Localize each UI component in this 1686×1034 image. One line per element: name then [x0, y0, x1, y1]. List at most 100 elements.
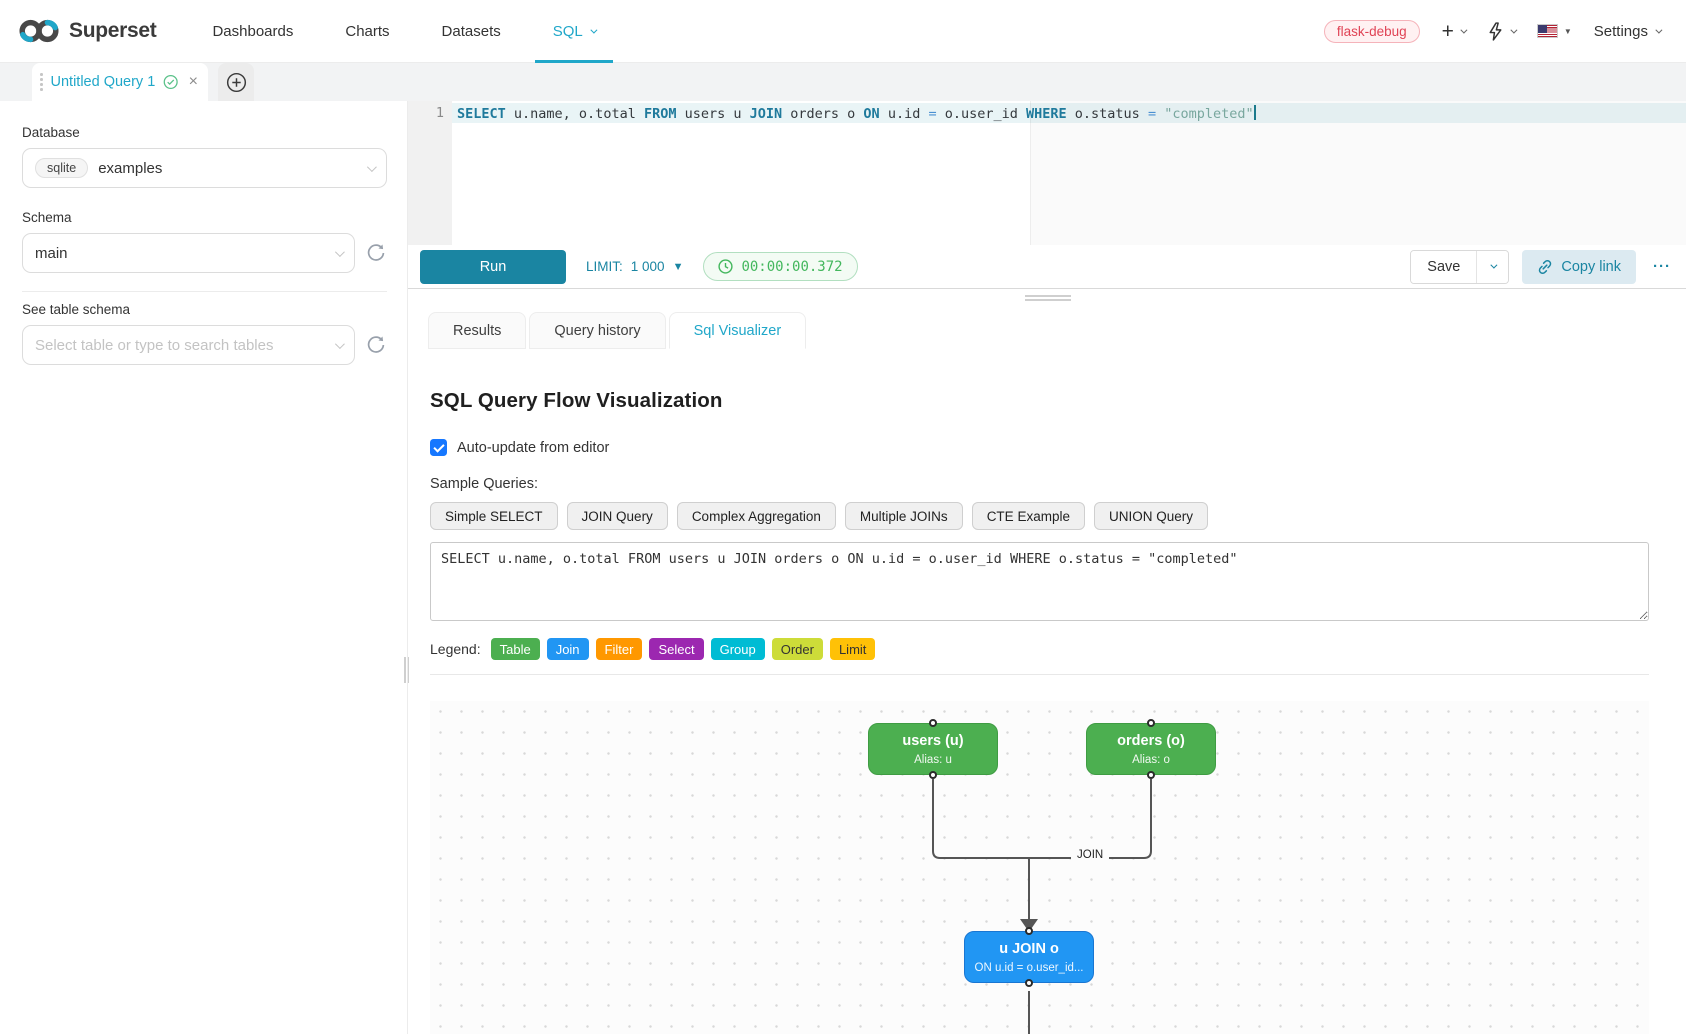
timer-value: 00:00:00.372: [741, 258, 843, 275]
sample-join-query-button[interactable]: JOIN Query: [566, 502, 668, 530]
chevron-down-icon: [366, 161, 377, 172]
editor-code-area[interactable]: SELECT u.name, o.total FROM users u JOIN…: [452, 101, 1686, 245]
refresh-tables-icon[interactable]: [365, 334, 387, 356]
save-dropdown-button[interactable]: [1476, 250, 1509, 283]
tab-query-history[interactable]: Query history: [529, 312, 666, 349]
node-handle[interactable]: [1025, 979, 1033, 987]
refresh-schema-icon[interactable]: [365, 242, 387, 264]
close-icon[interactable]: ×: [188, 73, 198, 90]
node-title: users (u): [902, 733, 964, 749]
node-handle[interactable]: [929, 719, 937, 727]
chevron-down-icon: [1460, 26, 1468, 34]
result-tabs: Results Query history Sql Visualizer: [408, 312, 1686, 349]
check-circle-icon: [163, 74, 179, 90]
flow-node-join[interactable]: u JOIN o ON u.id = o.user_id...: [964, 927, 1094, 987]
limit-label: LIMIT:: [586, 259, 623, 274]
caret-down-icon: ▼: [1563, 26, 1572, 36]
code-token: o.status: [1066, 106, 1148, 122]
flow-node-orders[interactable]: orders (o) Alias: o: [1086, 719, 1216, 779]
nav-charts[interactable]: Charts: [345, 22, 390, 40]
tab-sql-visualizer[interactable]: Sql Visualizer: [668, 312, 807, 349]
node-handle[interactable]: [1147, 771, 1155, 779]
splitter-handle-icon: [1024, 295, 1071, 301]
chevron-down-icon: [590, 26, 598, 34]
code-token: ON: [863, 106, 880, 122]
run-button[interactable]: Run: [420, 249, 566, 284]
nav-datasets[interactable]: Datasets: [441, 22, 501, 40]
sample-cte-example-button[interactable]: CTE Example: [971, 502, 1085, 530]
query-timer: 00:00:00.372: [703, 252, 858, 281]
editor-toolbar: Run LIMIT: 1 000 ▼ 00:00:00.372 Save: [408, 245, 1686, 288]
database-label: Database: [22, 125, 80, 140]
new-item-button[interactable]: +: [1441, 19, 1468, 43]
database-value: examples: [98, 159, 163, 177]
lightning-icon: [1489, 21, 1502, 41]
nav-sql-label: SQL: [552, 22, 583, 40]
copy-link-button[interactable]: Copy link: [1522, 249, 1636, 284]
sql-editor[interactable]: 1 SELECT u.name, o.total FROM users u JO…: [408, 101, 1686, 245]
node-title: orders (o): [1117, 733, 1185, 749]
legend-badge-order: Order: [771, 638, 823, 660]
sidebar-resize-handle[interactable]: [404, 657, 409, 683]
sample-complex-aggregation-button[interactable]: Complex Aggregation: [676, 502, 836, 530]
caret-down-icon: ▼: [672, 260, 684, 273]
settings-menu[interactable]: Settings: [1594, 23, 1663, 40]
save-button[interactable]: Save: [1411, 250, 1477, 283]
node-handle[interactable]: [1025, 927, 1033, 935]
query-search-button[interactable]: [1487, 21, 1518, 41]
panel-divider: [430, 674, 1649, 675]
node-title: u JOIN o: [999, 941, 1059, 957]
sample-union-query-button[interactable]: UNION Query: [1093, 502, 1208, 530]
code-token: =: [1147, 106, 1157, 122]
flow-node-users[interactable]: users (u) Alias: u: [868, 719, 998, 779]
node-subtitle: Alias: u: [914, 754, 952, 766]
node-handle[interactable]: [1147, 719, 1155, 727]
clock-icon: [718, 259, 734, 274]
line-number: 1: [435, 105, 444, 121]
legend-badge-select: Select: [649, 638, 704, 660]
legend-badge-table: Table: [490, 638, 540, 660]
query-input-textarea[interactable]: SELECT u.name, o.total FROM users u JOIN…: [430, 542, 1649, 621]
sample-queries-label: Sample Queries:: [430, 476, 538, 492]
limit-dropdown[interactable]: LIMIT: 1 000 ▼: [586, 259, 683, 274]
auto-update-toggle[interactable]: Auto-update from editor: [430, 439, 1649, 456]
database-select[interactable]: sqlite examples: [22, 148, 387, 188]
navbar: Superset Dashboards Charts Datasets SQL …: [0, 0, 1686, 63]
pane-splitter[interactable]: [408, 288, 1686, 312]
flow-canvas[interactable]: JOIN users (u) Alias: u orders (o) Alias…: [430, 701, 1649, 1034]
superset-brand[interactable]: Superset: [18, 16, 157, 46]
navbar-right: flask-debug + ▼ Settings: [1323, 19, 1686, 43]
chevron-down-icon: [1490, 261, 1498, 269]
query-tab-strip: Untitled Query 1 ×: [0, 63, 1686, 101]
flow-edges: [932, 779, 1152, 1034]
copy-link-label: Copy link: [1561, 258, 1621, 275]
add-query-tab-button[interactable]: [218, 63, 254, 101]
plus-icon: +: [1441, 19, 1454, 43]
sqllab-sidebar: Database sqlite examples Schema main See…: [0, 101, 409, 1034]
active-line-highlight: [452, 103, 1686, 123]
sample-simple-select-button[interactable]: Simple SELECT: [430, 502, 558, 530]
more-actions-button[interactable]: ···: [1653, 258, 1671, 275]
sidebar-divider: [22, 291, 387, 292]
table-select[interactable]: Select table or type to search tables: [22, 325, 355, 365]
language-picker[interactable]: ▼: [1536, 24, 1572, 38]
nav-dashboards[interactable]: Dashboards: [212, 22, 294, 40]
nav-sql[interactable]: SQL: [527, 0, 621, 63]
legend-label: Legend:: [430, 641, 481, 657]
checkbox-checked-icon[interactable]: [430, 439, 447, 456]
query-tab-untitled[interactable]: Untitled Query 1 ×: [32, 63, 208, 101]
code-token: u.name, o.total: [505, 106, 644, 122]
drag-handle-icon[interactable]: [40, 73, 43, 91]
code-token: [1156, 106, 1164, 122]
editor-gutter: 1: [408, 101, 452, 245]
table-schema-label: See table schema: [22, 302, 131, 317]
node-handle[interactable]: [929, 771, 937, 779]
sample-multiple-joins-button[interactable]: Multiple JOINs: [844, 502, 963, 530]
chevron-down-icon: [334, 338, 345, 349]
code-token: users u: [676, 106, 750, 122]
tab-results[interactable]: Results: [428, 312, 527, 349]
schema-select[interactable]: main: [22, 233, 355, 273]
link-icon: [1539, 259, 1552, 274]
